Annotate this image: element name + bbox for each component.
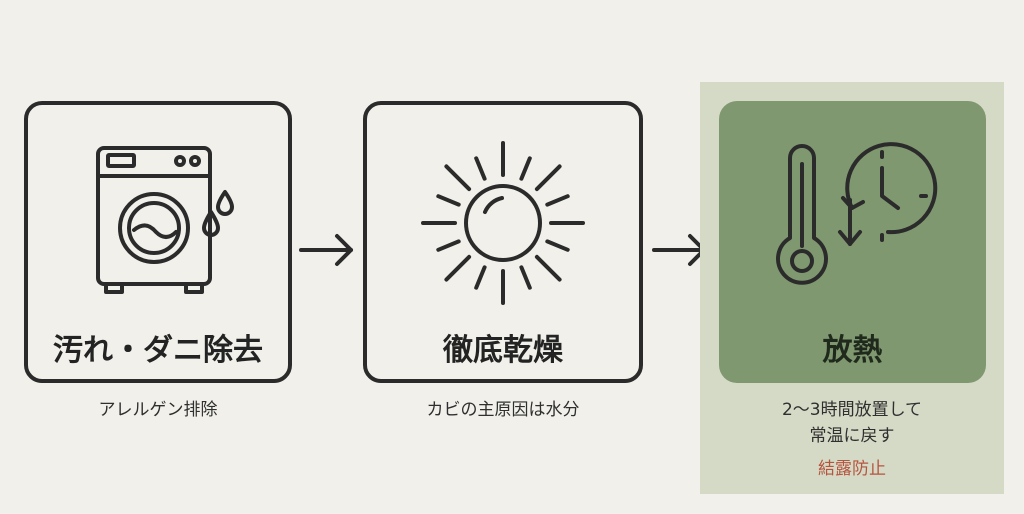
step-description-line2: 常温に戻す bbox=[809, 426, 895, 446]
washing-machine-icon bbox=[96, 146, 234, 294]
thermometer-clock-icon bbox=[776, 142, 938, 285]
step-title-dirt-removal: 汚れ・ダニ除去 bbox=[53, 333, 263, 368]
step-title-thorough-drying: 徹底乾燥 bbox=[443, 333, 563, 368]
sun-ray bbox=[436, 194, 461, 207]
sun-ray bbox=[519, 265, 532, 290]
sun-ray bbox=[436, 239, 461, 252]
arrow-right-icon bbox=[299, 234, 353, 266]
step-title-heat-release: 放熱 bbox=[822, 333, 883, 368]
sun-ray bbox=[474, 156, 487, 181]
sun-ray bbox=[474, 265, 487, 290]
step-description-allergen: アレルゲン排除 bbox=[98, 400, 218, 420]
sun-ray bbox=[519, 156, 532, 181]
sun-ray bbox=[545, 194, 570, 207]
step-description-room-temp: 2〜3時間放置して 常温に戻す bbox=[700, 397, 1004, 449]
sun-ray bbox=[534, 254, 562, 282]
sun-ray bbox=[534, 164, 562, 192]
step-description-moisture: カビの主原因は水分 bbox=[426, 400, 580, 420]
sun-icon bbox=[421, 141, 585, 305]
step-description-line1: 2〜3時間放置して bbox=[781, 400, 923, 420]
sun-ray bbox=[444, 164, 472, 192]
sun-ray bbox=[545, 239, 570, 252]
condensation-prevention-note: 結露防止 bbox=[818, 459, 886, 479]
sun-ray bbox=[444, 254, 472, 282]
